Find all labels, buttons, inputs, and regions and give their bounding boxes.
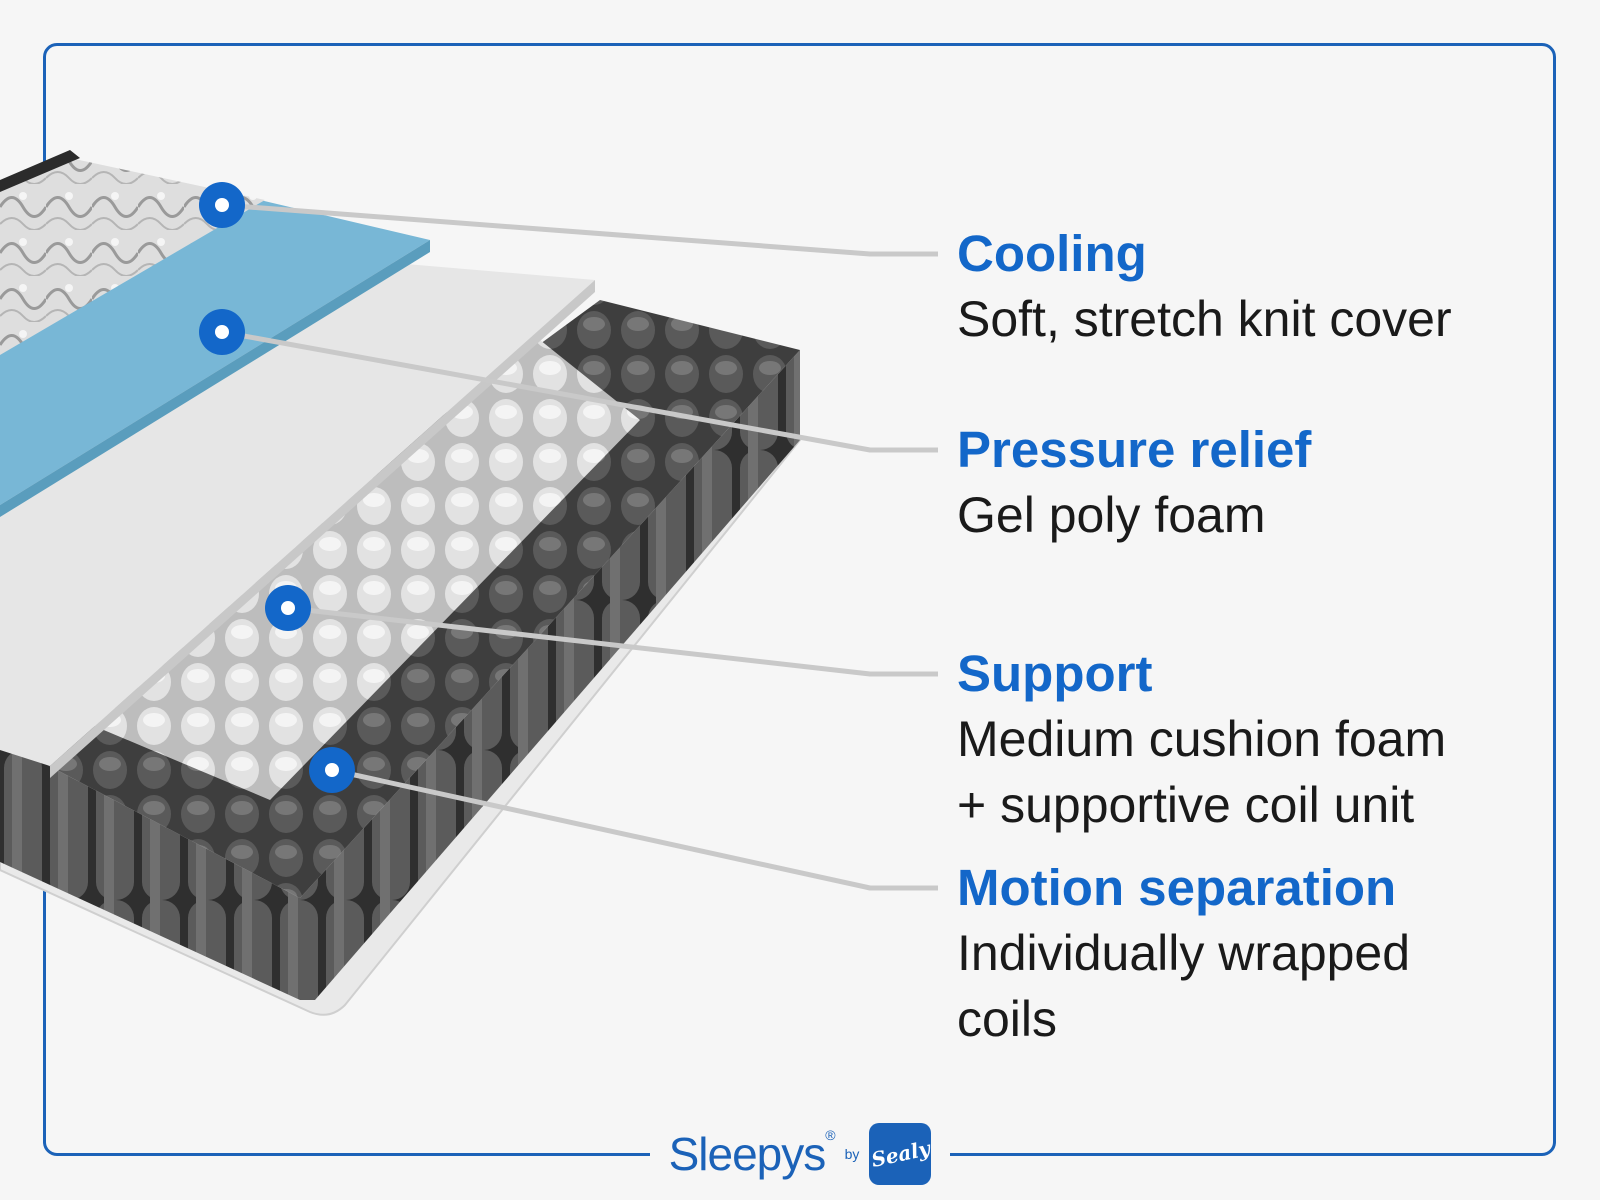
gel-foam-edge (0, 240, 430, 517)
sealy-logo-text: Sealy (868, 1136, 932, 1172)
feature-title: Motion separation (957, 859, 1397, 916)
leader-line-cooling (221, 202, 938, 257)
coil-unit-top-center (80, 340, 640, 800)
sealy-logo-badge: Sealy (868, 1123, 932, 1185)
feature-description: + supportive coil unit (957, 777, 1415, 833)
feature-support: Support Medium cushion foam + supportive… (957, 642, 1446, 838)
leader-line-pressure-relief (221, 329, 938, 453)
marker-motion-separation (309, 747, 355, 793)
cushion-foam-top (0, 255, 595, 766)
feature-description: Individually wrapped (957, 925, 1411, 981)
knit-cover-edge (0, 150, 80, 192)
feature-motion-separation: Motion separation Individually wrapped c… (957, 856, 1410, 1052)
brand-by: by (844, 1146, 860, 1162)
feature-description: coils (957, 991, 1058, 1047)
leader-line-support (287, 605, 938, 677)
feature-description: Gel poly foam (957, 487, 1266, 543)
registered-mark: ® (825, 1127, 835, 1143)
brand-name: Sleepys® (668, 1127, 836, 1180)
feature-title: Cooling (957, 225, 1147, 282)
marker-cooling (199, 182, 245, 228)
feature-title: Pressure relief (957, 421, 1312, 478)
feature-cooling: Cooling Soft, stretch knit cover (957, 222, 1452, 352)
marker-support (265, 585, 311, 631)
marker-pressure-relief (199, 309, 245, 355)
feature-title: Support (957, 645, 1153, 702)
feature-description: Medium cushion foam (957, 711, 1447, 767)
cushion-foam-edge (50, 280, 595, 778)
knit-cover-top (0, 158, 265, 355)
feature-description: Soft, stretch knit cover (957, 291, 1452, 347)
feature-pressure-relief: Pressure relief Gel poly foam (957, 418, 1311, 548)
coil-unit-side (0, 740, 300, 1000)
leader-line-motion-separation (331, 767, 938, 891)
coil-unit-front (300, 350, 800, 1000)
brand-logo: Sleepys® by Sealy (650, 1118, 950, 1190)
